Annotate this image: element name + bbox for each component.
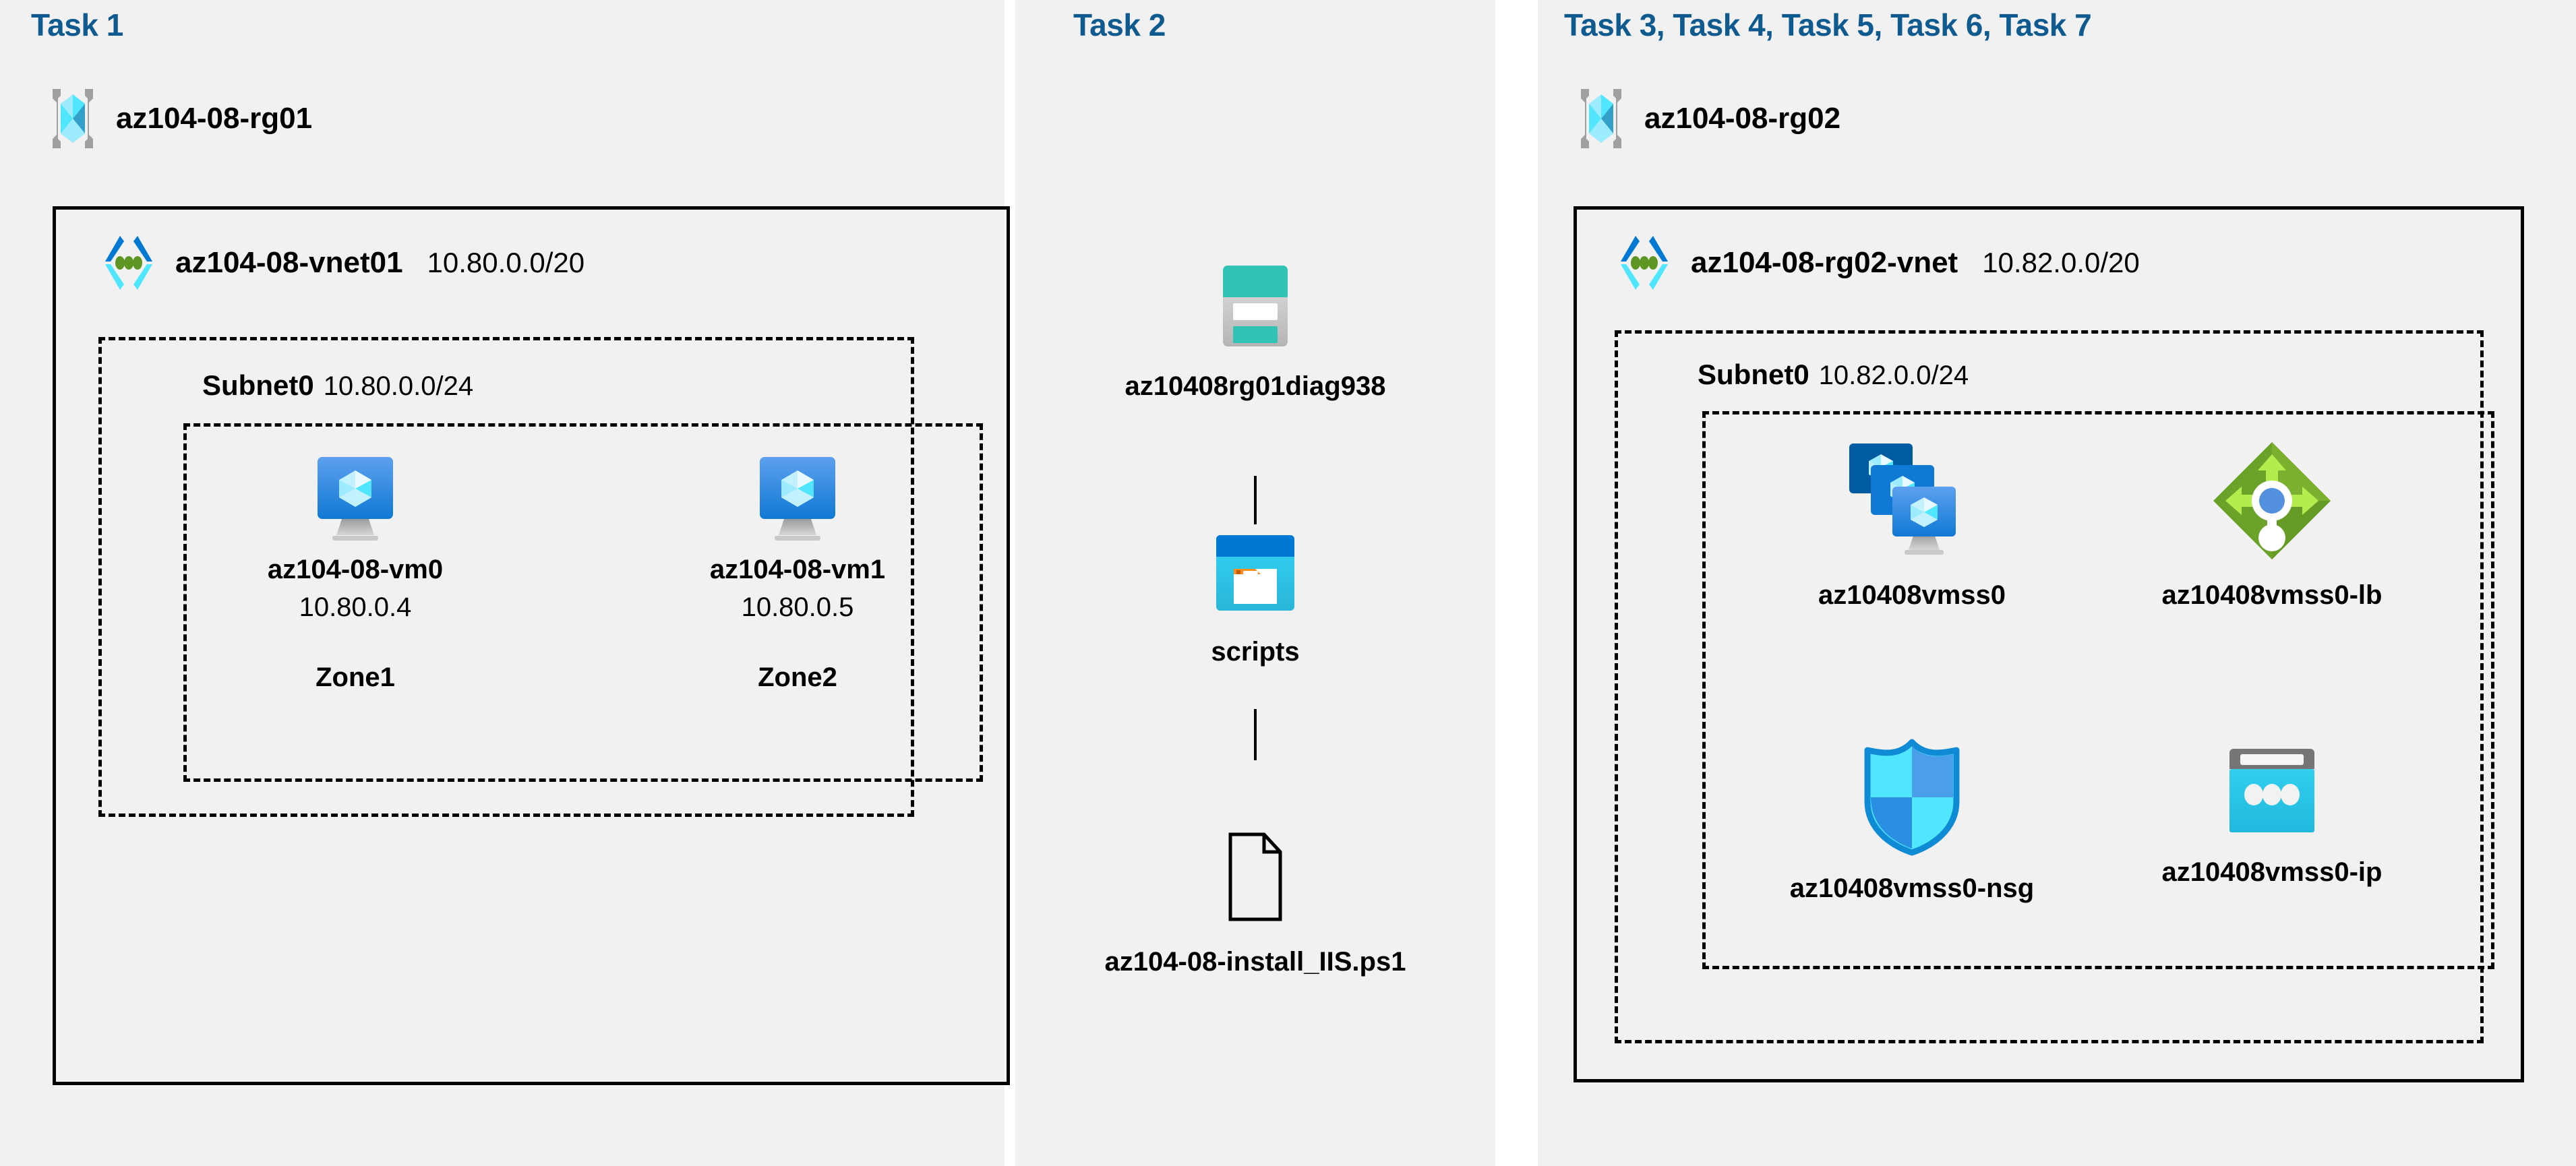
task1-panel — [0, 0, 1005, 1166]
task3to7-subnet-label: Subnet0 10.82.0.0/24 — [1698, 359, 1969, 391]
vm-scale-set-icon — [1849, 438, 1975, 563]
task2-file-name: az104-08-install_IIS.ps1 — [1104, 947, 1406, 977]
storage-account-icon — [1221, 264, 1290, 348]
task3to7-vnet-cidr: 10.82.0.0/20 — [1982, 247, 2140, 278]
task1-resource-group: az104-08-rg01 — [46, 86, 312, 151]
task1-rg-name: az104-08-rg01 — [116, 102, 313, 135]
task1-subnet-name: Subnet0 — [202, 369, 314, 401]
connector-scripts-to-file — [1254, 709, 1257, 760]
task2-title: Task 2 — [1073, 7, 1166, 42]
node-blob-container: scripts — [1079, 532, 1432, 668]
task3to7-subnet-box — [1615, 330, 2484, 1043]
task3to7-inner-box — [1702, 411, 2494, 969]
task1-vnet: az104-08-vnet01 10.80.0.0/20 — [97, 232, 585, 294]
task3to7-lb-name: az10408vmss0-lb — [2161, 580, 2383, 610]
task1-subnet-cidr: 10.80.0.0/24 — [323, 371, 474, 401]
task3to7-pip-name: az10408vmss0-ip — [2161, 857, 2383, 887]
task1-vnet-box — [53, 206, 1010, 1085]
node-az10408vmss0-nsg: az10408vmss0-nsg — [1743, 738, 2080, 904]
task3to7-nsg-name: az10408vmss0-nsg — [1789, 873, 2035, 903]
task2-container-name: scripts — [1211, 637, 1300, 667]
virtual-machine-icon — [312, 453, 398, 543]
task1-subnet-label: Subnet0 10.80.0.0/24 — [202, 369, 473, 402]
node-ps1-file: az104-08-install_IIS.ps1 — [1031, 830, 1479, 978]
task1-vm1-name: az104-08-vm1 — [709, 555, 886, 584]
task3to7-vmss-name: az10408vmss0 — [1818, 580, 2006, 610]
task3to7-panel — [1538, 0, 2576, 1166]
node-az104-08-vm1: az104-08-vm1 10.80.0.5 Zone2 — [674, 453, 921, 693]
virtual-machine-icon — [754, 453, 841, 543]
task1-vm0-ip: 10.80.0.4 — [299, 592, 412, 623]
task3to7-subnet-name: Subnet0 — [1698, 359, 1809, 390]
task3to7-vnet-box — [1574, 206, 2524, 1082]
task3to7-resource-group: az104-08-rg02 — [1574, 86, 1840, 151]
network-security-group-icon — [1861, 738, 1963, 857]
public-ip-address-icon — [2221, 745, 2323, 840]
resource-group-icon — [46, 86, 100, 151]
task1-title: Task 1 — [31, 7, 123, 42]
virtual-network-icon — [97, 232, 160, 294]
task3to7-title: Task 3, Task 4, Task 5, Task 6, Task 7 — [1564, 7, 2092, 42]
node-az104-08-vm0: az104-08-vm0 10.80.0.4 Zone1 — [232, 453, 479, 693]
task3to7-subnet-cidr: 10.82.0.0/24 — [1818, 361, 1969, 390]
node-az10408vmss0-lb: az10408vmss0-lb — [2103, 438, 2440, 611]
task1-vm0-name: az104-08-vm0 — [267, 555, 444, 584]
task3to7-vnet-name: az104-08-rg02-vnet — [1691, 246, 1958, 279]
task1-vm1-zone: Zone2 — [758, 663, 837, 693]
node-storage-account: az10408rg01diag938 — [1079, 264, 1432, 402]
task2-storage-name: az10408rg01diag938 — [1125, 371, 1386, 401]
task3to7-rg-name: az104-08-rg02 — [1644, 102, 1841, 135]
virtual-network-icon — [1613, 232, 1676, 294]
connector-storage-to-scripts — [1254, 476, 1257, 524]
file-icon — [1225, 830, 1286, 923]
task1-zone-box — [183, 423, 983, 782]
task3to7-vnet: az104-08-rg02-vnet 10.82.0.0/20 — [1613, 232, 2140, 294]
load-balancer-icon — [2209, 438, 2335, 563]
resource-group-icon — [1574, 86, 1628, 151]
task1-vm0-zone: Zone1 — [316, 663, 395, 693]
node-az10408vmss0: az10408vmss0 — [1743, 438, 2080, 611]
task1-vnet-cidr: 10.80.0.0/20 — [427, 247, 585, 278]
task1-subnet-box — [98, 337, 914, 817]
blob-container-icon — [1214, 532, 1297, 613]
node-az10408vmss0-ip: az10408vmss0-ip — [2103, 745, 2440, 888]
task1-vnet-name: az104-08-vnet01 — [175, 246, 403, 279]
task1-vm1-ip: 10.80.0.5 — [741, 592, 854, 623]
